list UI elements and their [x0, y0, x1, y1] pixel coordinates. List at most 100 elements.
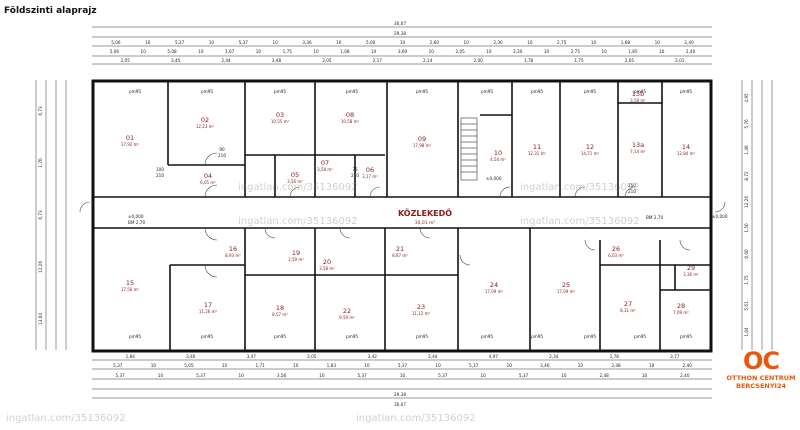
dimension-label: 1,50 [744, 223, 749, 233]
room-number: 28 [677, 302, 685, 310]
room-area: 17,56 m² [121, 287, 140, 292]
dimension-label: 5,08 [167, 49, 177, 54]
dimension-label: 13,04 [38, 313, 43, 325]
room-number: 25 [562, 281, 570, 289]
room-area: 3,58 m² [319, 266, 335, 271]
dimension-label: 5,37 [438, 373, 448, 378]
dimension-label: 10 [435, 363, 441, 368]
dim-col-right: 4,955,761,498,7212,261,500,601,755,611,0… [744, 93, 749, 337]
room-area: 10,58 m² [341, 119, 360, 124]
room-number: 23 [417, 303, 425, 311]
dim-top-overall: 30,07 [394, 21, 406, 26]
door-swings [79, 152, 726, 278]
door-size-label: 210 [351, 173, 359, 178]
room-area: 3,56 m² [287, 179, 303, 184]
dimension-label: 10 [272, 40, 278, 45]
dimension-label: 1,68 [621, 40, 631, 45]
dimension-label: 5,37 [519, 373, 529, 378]
dimension-label: 2,14 [423, 58, 433, 63]
dimension-label: 3,60 [398, 49, 408, 54]
door-size-label: 75 [352, 167, 358, 172]
door-size-label: 90 [219, 147, 225, 152]
dimension-label: 2,05 [455, 49, 465, 54]
room-area: 11,12 m² [412, 311, 431, 316]
window-label: pm95 [416, 89, 428, 94]
room-number: 14 [682, 143, 690, 151]
window-label: pm95 [129, 334, 141, 339]
room-area: 12,84 m² [677, 151, 696, 156]
dimension-label: 3,36 [302, 40, 312, 45]
dimension-label: 10 [578, 363, 584, 368]
dimension-label: 10 [158, 373, 164, 378]
dimension-label: 2,00 [473, 58, 483, 63]
room-number: 15 [126, 279, 134, 287]
staircase [460, 117, 478, 181]
corridor-area: 30,01 m² [415, 220, 436, 226]
door-size-label: 210 [218, 153, 226, 158]
dimension-label: 10 [655, 40, 661, 45]
room-area: 9,59 m² [339, 315, 355, 320]
room-number: 18 [276, 304, 284, 312]
door-size-label: 210 [156, 173, 164, 178]
dimension-label: 10 [507, 363, 513, 368]
room-area: 17,92 m² [121, 142, 140, 147]
window-label: pm95 [634, 334, 646, 339]
window-label: pm95 [346, 89, 358, 94]
window-label: pm95 [201, 334, 213, 339]
room-number: 16 [229, 245, 237, 253]
room-area: 12,31 m² [528, 151, 547, 156]
room-number: 22 [343, 307, 351, 315]
window-label: pm95 [680, 89, 692, 94]
dimension-label: 1,75 [744, 275, 749, 285]
room-number: 27 [624, 300, 632, 308]
dimension-label: 10 [480, 373, 486, 378]
outer-walls [91, 79, 713, 353]
window-label: pm95 [481, 89, 493, 94]
dimension-label: 2,05 [121, 58, 131, 63]
room-area: 7,14 m² [630, 149, 646, 154]
room-area: 8,57 m² [272, 312, 288, 317]
dimension-label: 10 [151, 363, 157, 368]
dimension-label: 2,48 [611, 363, 621, 368]
dimension-label: 10 [527, 40, 533, 45]
elevation-label: ±0,000 [128, 214, 144, 219]
dimension-label: 2,40 [680, 373, 690, 378]
dimension-label: 10 [371, 49, 377, 54]
dimension-label: 2,30 [493, 40, 503, 45]
dimension-label: 10 [336, 40, 342, 45]
dimension-label: 12,26 [744, 196, 749, 208]
window-label: pm95 [416, 334, 428, 339]
door-size-label: 150 [628, 183, 636, 188]
dimension-label: 5,37 [196, 373, 206, 378]
dimension-label: 2,48 [600, 373, 610, 378]
room-number: 08 [346, 111, 354, 119]
dimension-label: 2,46 [540, 363, 550, 368]
dimension-label: 5,06 [110, 49, 120, 54]
dimension-label: 2,05 [625, 58, 635, 63]
dimension-label: 10 [141, 49, 147, 54]
dimension-label: 2,01 [675, 58, 685, 63]
bottom-dimension-lines [92, 359, 712, 399]
room-area: 7,09 m² [673, 310, 689, 315]
plan-title: Földszinti alaprajz [4, 6, 97, 16]
window-label: pm95 [129, 89, 141, 94]
room-area: 17,98 m² [413, 143, 432, 148]
dimension-label: 10 [591, 40, 597, 45]
dimension-label: 10 [649, 363, 655, 368]
dimension-label: 3,47 [247, 354, 257, 359]
dimension-label: 4,97 [489, 354, 499, 359]
room-number: 29 [687, 264, 695, 272]
room-area: 3,58 m² [630, 98, 646, 103]
dimension-label: 2,40 [686, 49, 696, 54]
dimension-label: 5,05 [184, 363, 194, 368]
logo-line1: OTTHON CENTRUM [726, 374, 796, 382]
dimension-label: 0,60 [744, 249, 749, 259]
dimension-label: 6,73 [38, 210, 43, 220]
window-labels: pm95pm95pm95pm95pm95pm95pm95pm95pm95pm95… [129, 89, 692, 339]
dimension-label: 2,44 [428, 354, 438, 359]
elevation-label: ±0,000 [712, 214, 728, 219]
